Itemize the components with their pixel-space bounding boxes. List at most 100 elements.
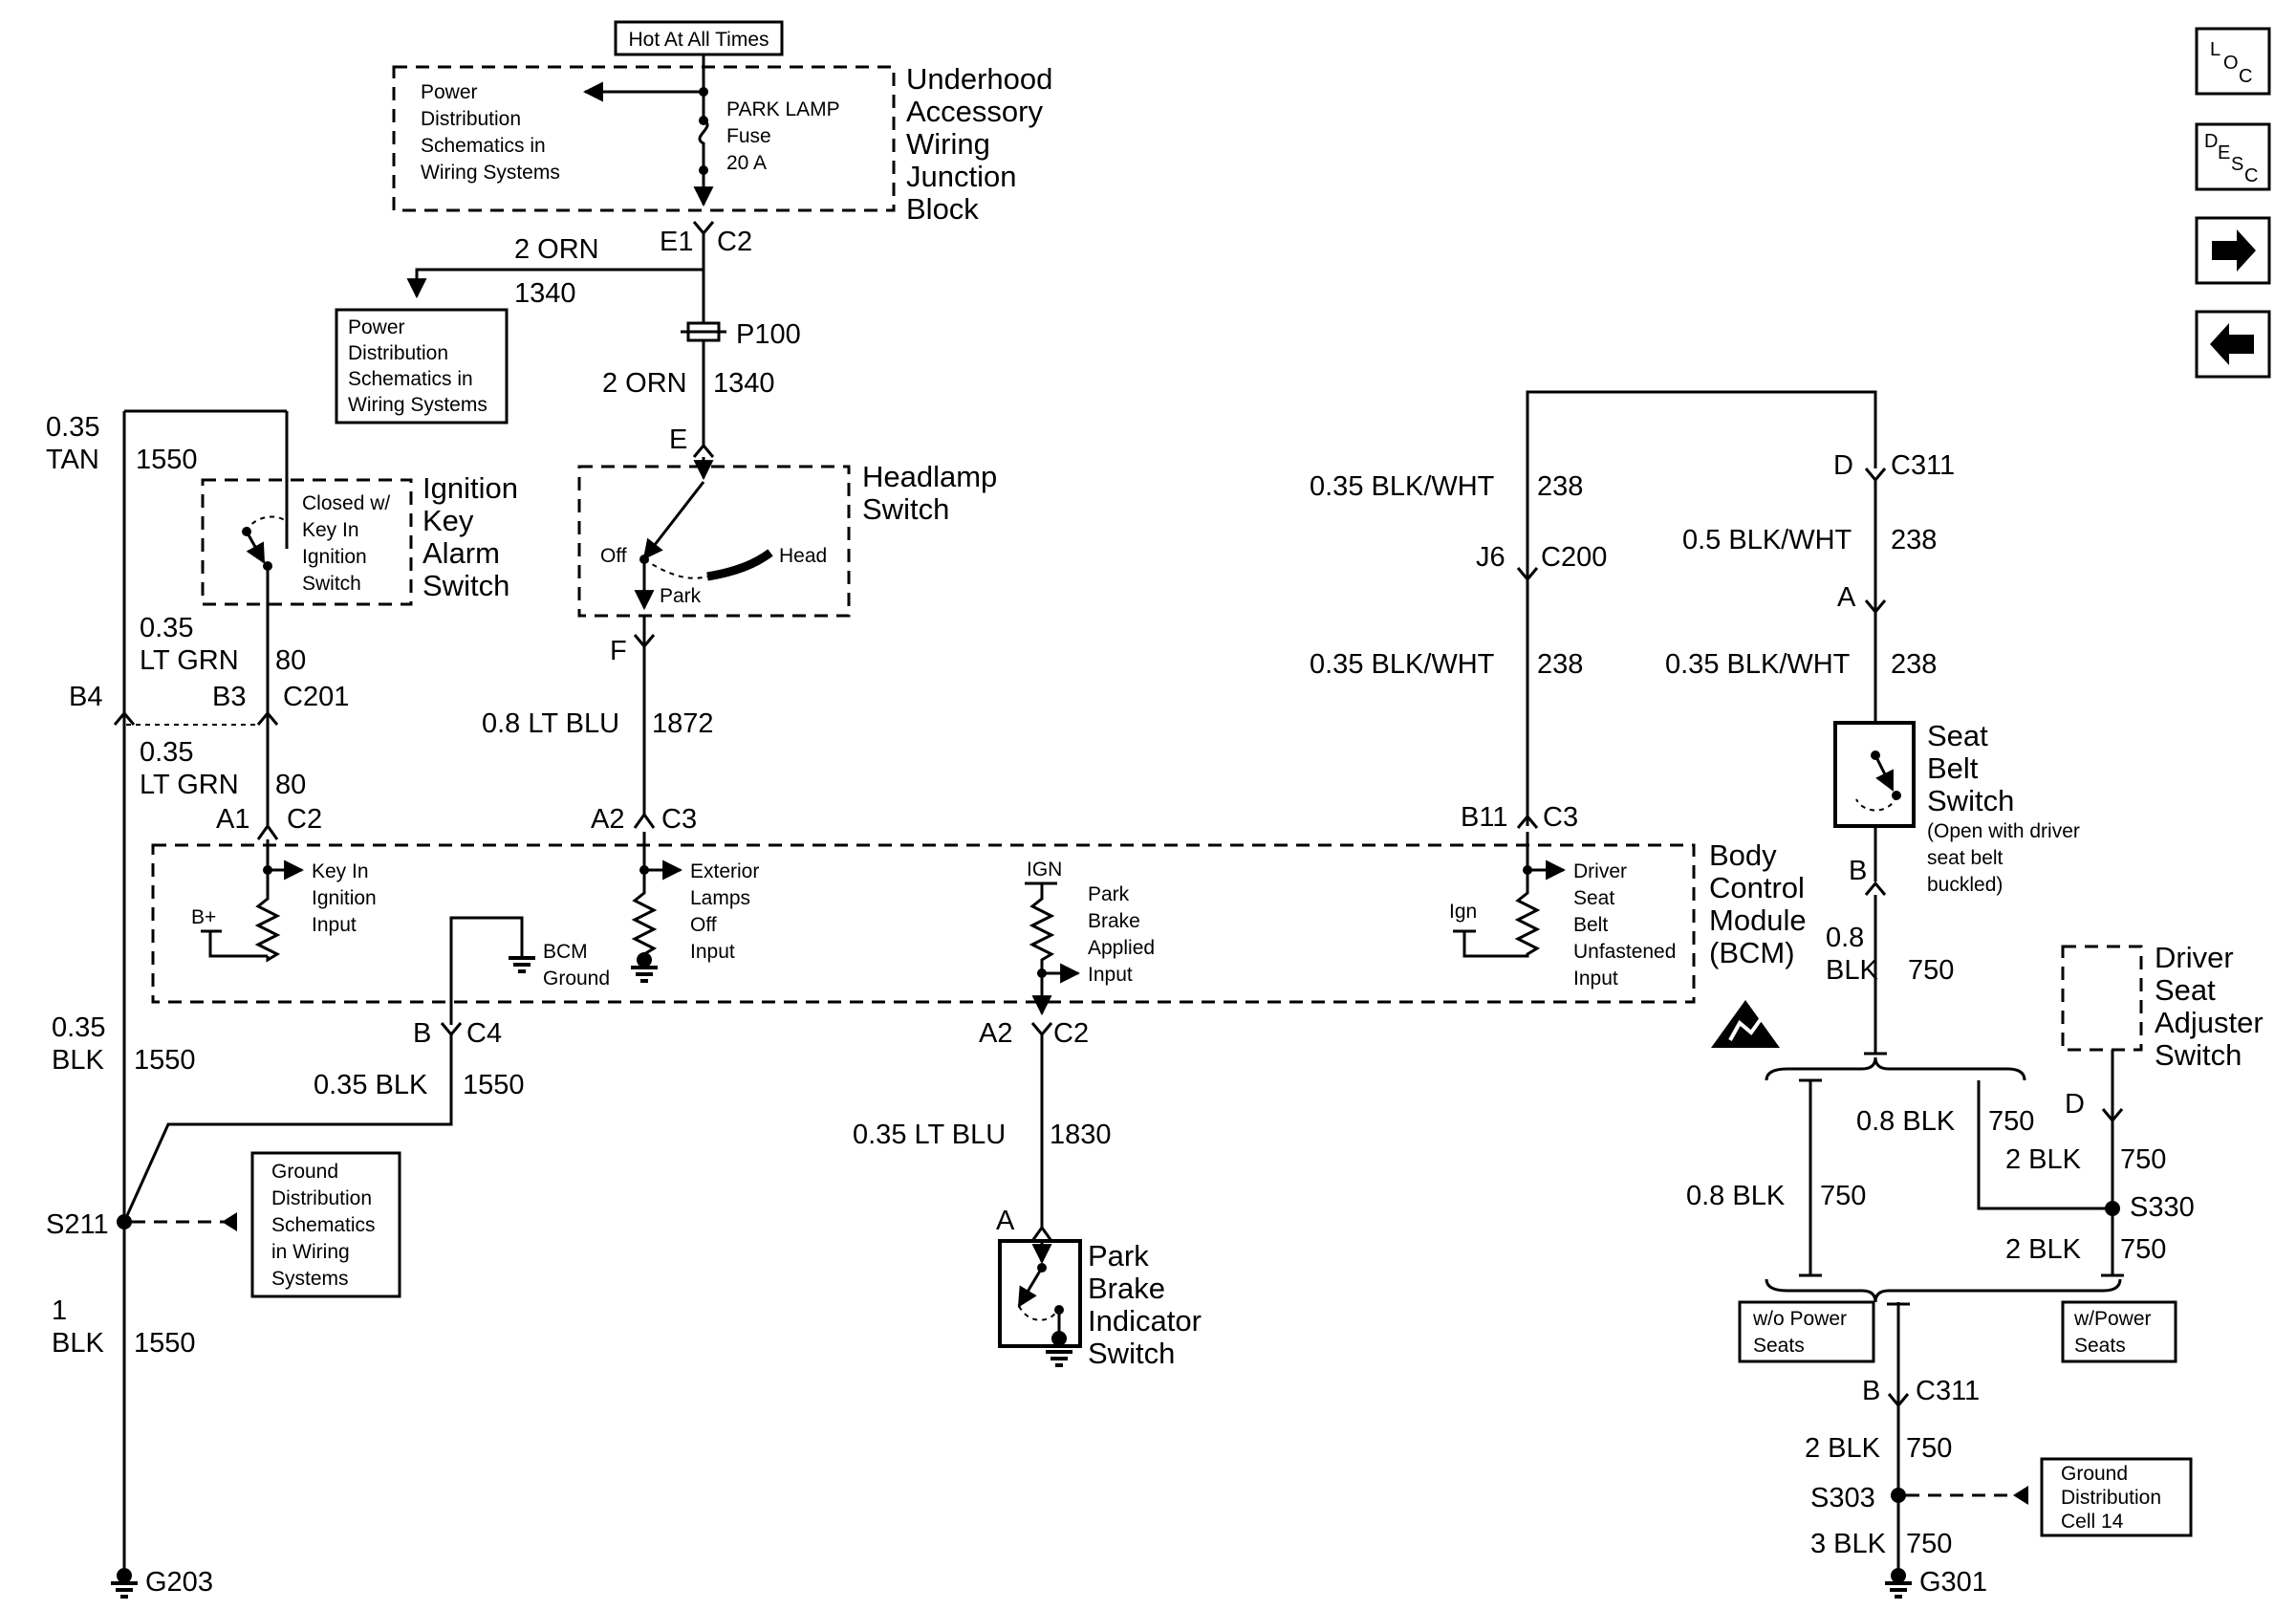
a1-label: A1 (216, 804, 249, 835)
blk-left-gauge: 0.35 (52, 1012, 105, 1043)
tan-gauge: 0.35 (46, 412, 99, 443)
ign-name-line4: Switch (422, 569, 509, 602)
blk-1-color: BLK (52, 1328, 104, 1359)
orn-b-label: 2 ORN (602, 368, 687, 399)
s211-splice (117, 1214, 132, 1229)
s330-label: S330 (2130, 1192, 2195, 1223)
park-switch-line1: Park (1088, 1239, 1149, 1273)
desc-letter-e: E (2218, 142, 2230, 163)
jb-line3: Wiring (906, 127, 990, 161)
bcm-name-line3: Module (1709, 903, 1807, 937)
fuse-label: PARK LAMP Fuse 20 A (726, 98, 840, 174)
bcm-park-line4: Input (1088, 964, 1133, 986)
b3-label: B3 (212, 682, 246, 712)
adjuster-line2: Seat (2155, 973, 2216, 1007)
w-power-line2: Seats (2074, 1335, 2126, 1357)
gd-left-line4: in Wiring (271, 1241, 350, 1263)
blk-08-color: BLK (1826, 955, 1878, 986)
p100-connector (681, 321, 726, 342)
ltblu-b-circuit: 1830 (1050, 1120, 1112, 1150)
bw-1-label: 0.35 BLK/WHT (1310, 471, 1495, 502)
blk-2b-label: 2 BLK (2005, 1234, 2082, 1265)
bcm-bplus-label: B+ (191, 906, 216, 928)
blk-2a-circuit: 750 (2120, 1144, 2166, 1175)
seat-belt-switch-label: Seat Belt Switch (Open with driver seat … (1927, 719, 2080, 896)
w-power-seats-box: w/Power Seats (2061, 1300, 2177, 1363)
jb-line5: Block (906, 192, 979, 226)
ltgrn-a-color: LT GRN (140, 645, 239, 676)
headlamp-name-line2: Switch (862, 492, 949, 526)
pd-ref-top-line2: Distribution (421, 108, 521, 130)
c200-label: C200 (1541, 542, 1607, 573)
c2-a1-label: C2 (287, 804, 322, 835)
connector-a-park (1030, 1225, 1053, 1242)
bcm-exterior-line1: Exterior (690, 860, 759, 882)
seat-note-line3: buckled) (1927, 874, 2003, 896)
ign-closed-line3: Ignition (302, 546, 367, 568)
gd-right-line3: Cell 14 (2061, 1511, 2124, 1533)
ltgrn-a-circuit: 80 (275, 645, 306, 676)
pd-ref-top-line4: Wiring Systems (421, 162, 560, 184)
bcm-name-line1: Body (1709, 838, 1777, 872)
j6-label: J6 (1476, 542, 1505, 573)
bw-4-label: 0.35 BLK/WHT (1665, 649, 1851, 680)
left-arrow-icon (2210, 323, 2254, 365)
b-c4-label: B (413, 1018, 431, 1049)
g203-ground-symbol (111, 1568, 138, 1599)
b4-label: B4 (69, 682, 102, 712)
bcm-park-resistor (1029, 883, 1055, 973)
prev-page-button[interactable] (2195, 310, 2271, 379)
ltblu-a-circuit: 1872 (652, 708, 714, 739)
wo-power-seats-box: w/o Power Seats (1738, 1300, 1875, 1363)
loc-button[interactable]: L O C (2195, 27, 2271, 96)
seat-switch-line1: Seat (1927, 719, 1988, 752)
bcm-keyin-resistor (254, 870, 281, 963)
seat-note-line2: seat belt (1927, 847, 2004, 869)
a-park-label: A (996, 1206, 1015, 1236)
desc-button[interactable]: D E S C (2195, 122, 2271, 191)
blk-08b-wire (1977, 1080, 2112, 1210)
blk-3-circuit: 750 (1906, 1529, 1952, 1559)
connector-a1-c2 (256, 823, 279, 840)
bcm-ign-a-label: IGN (1027, 859, 1062, 881)
g301-ground-symbol (1885, 1568, 1912, 1599)
next-page-button[interactable] (2195, 216, 2271, 285)
ign-name-line2: Key (422, 504, 474, 537)
ltgrn-b-gauge: 0.35 (140, 737, 193, 768)
headlamp-wiper (642, 481, 705, 560)
fuse-label-line2: Fuse (726, 125, 771, 147)
park-switch-line2: Brake (1088, 1272, 1165, 1305)
bcm-driver-line3: Belt (1573, 914, 1608, 936)
a2-c3-label: A2 (591, 804, 624, 835)
bw-3-label: 0.5 BLK/WHT (1682, 525, 1852, 555)
desc-letter-s: S (2231, 154, 2243, 175)
seat-switch-line3: Switch (1927, 784, 2014, 817)
park-brake-switch-label: Park Brake Indicator Switch (1088, 1239, 1202, 1370)
bw-3-circuit: 238 (1891, 525, 1937, 555)
ltgrn-b-color: LT GRN (140, 770, 239, 800)
bcm-park-line1: Park (1088, 883, 1130, 905)
blk-left-color: BLK (52, 1045, 104, 1076)
ign-closed-line1: Closed w/ (302, 492, 390, 514)
headlamp-park-label: Park (660, 585, 702, 607)
adjuster-line1: Driver (2155, 941, 2234, 974)
g301-label: G301 (1919, 1567, 1987, 1598)
pd-ref-top-line3: Schematics in (421, 135, 546, 157)
c311-top-label: C311 (1891, 450, 1955, 481)
bcm-driver-line1: Driver (1573, 860, 1627, 882)
jb-line1: Underhood (906, 62, 1052, 96)
blk-c4-circuit: 1550 (463, 1070, 525, 1100)
blk-2a-label: 2 BLK (2005, 1144, 2082, 1175)
pd-ref-left-line3: Schematics in (348, 368, 473, 390)
blk-08b-circuit: 750 (1988, 1106, 2034, 1137)
ltblu-a-label: 0.8 LT BLU (482, 708, 619, 739)
bw-1-circuit: 238 (1537, 471, 1583, 502)
pd-reference-top: Power Distribution Schematics in Wiring … (421, 81, 560, 184)
esd-warning-icon (1711, 1000, 1780, 1048)
blk-2c-label: 2 BLK (1805, 1433, 1881, 1464)
bcm-name-label: Body Control Module (BCM) (1709, 838, 1807, 969)
option-brace-top (1765, 1056, 2026, 1081)
bcm-keyin-line3: Input (312, 914, 357, 936)
connector-b-seat (1864, 881, 1887, 896)
